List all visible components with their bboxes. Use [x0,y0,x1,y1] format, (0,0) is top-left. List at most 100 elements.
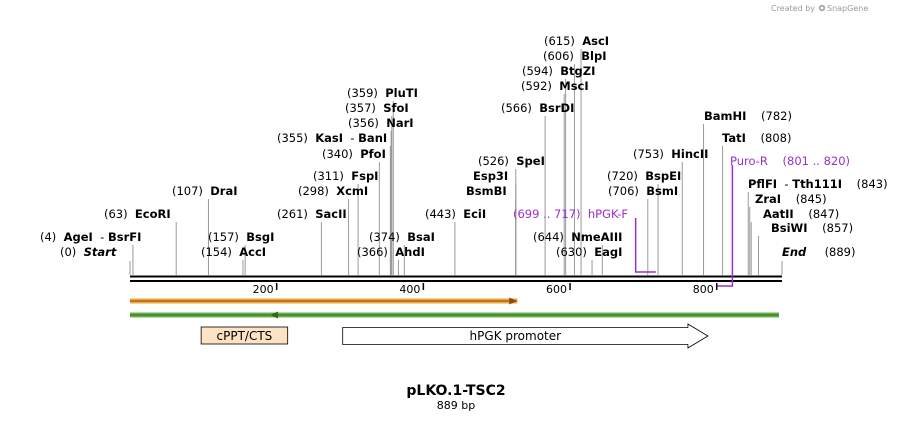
site-pos-tati: (808) [761,131,792,145]
site-gap [552,79,559,93]
site-pos-pfoi: (340) [322,147,353,161]
site-pos-bamhi: (782) [761,109,792,123]
site-name-acci: AccI [239,245,266,259]
feature-tracks [130,297,779,319]
site-pos-spei: (526) [478,154,509,168]
tick-label-200: 200 [253,283,274,296]
tick-label-600: 600 [546,283,567,296]
site-pos-pflfi: (843) [857,177,888,191]
site-gap [664,147,671,161]
tick-label-800: 800 [693,283,714,296]
site-label-eagi: (630) EagI [556,245,622,259]
site-pos-hincii: (753) [633,147,664,161]
site-name-pluti: PluTI [385,86,418,100]
site-label-aatii: AatII (847) [763,207,839,221]
site-gap [400,230,407,244]
site-pos-zrai: (845) [796,192,827,206]
site-pos-pluti: (359) [347,86,378,100]
site-gap [203,184,210,198]
scale-ticks: 200 400 600 800 [253,283,718,296]
site-gap [376,101,383,115]
site-label-drai: (107) DraI [172,184,238,198]
site-label-blpi: (606) BlpI [543,49,606,63]
track-arrowhead-1 [270,311,278,319]
site-label-ahdi: (366) AhdI [357,245,425,259]
site-gap [746,131,761,145]
feature-arrow-hpgk-promoter [342,323,709,349]
primer-gap [768,154,783,168]
feature-label-hpgk-promoter: hPGK promoter [470,329,562,343]
site-name-kasi: KasI [315,131,343,145]
site-name-sfoi: SfoI [383,101,408,115]
primer-mark-hpgk-f [634,218,656,273]
site-name-pflfi: PflFI [748,177,777,191]
site-gap [842,177,857,191]
site-pos-bspei: (720) [607,169,638,183]
site-label-asci: (615) AscI [544,34,609,48]
site-gap [638,169,645,183]
site-gap [509,154,516,168]
site-gap [388,245,395,259]
site-name-ahdi: AhdI [395,245,425,259]
primer-range: (699 .. 717) [513,207,581,221]
site-label-sacii: (261) SacII [277,207,347,221]
site-dash: - [777,177,792,191]
site-name-bsmbi: BsmBI [466,184,507,198]
snapgene-logo-icon [818,4,826,12]
sequence-backbone [130,275,782,282]
credit-prefix: Created by [771,4,815,13]
site-gap [308,131,315,145]
site-label-pluti: (359) PluTI [347,86,418,100]
plasmid-name: pLKO.1-TSC2 [406,383,505,399]
primer-name: Puro-R [730,154,768,168]
site-name-hincii: HincII [671,147,708,161]
site-pos-fspi: (311) [313,169,344,183]
site-pos-sfoi: (357) [345,101,376,115]
site-pos-ahdi: (366) [357,245,388,259]
end-pos: (889) [825,245,856,259]
site-label-bsrdi: (566) BsrDI [501,101,574,115]
site-pos-nmeaiii: (644) [533,230,564,244]
site-name-agei: AgeI [64,230,93,244]
site-gap [308,207,315,221]
site-name-xcmi: XcmI [336,184,368,198]
site-label-agei: (4) AgeI - BsrFI [40,230,141,244]
site-gap [378,86,385,100]
end-gap [806,245,824,259]
site-label-tati: TatI (808) [722,131,791,145]
site-name-zrai: ZraI [755,192,781,206]
primer-mark-puro-r [717,165,734,287]
site-name-asci: AscI [582,34,609,48]
site-name-aatii: AatII [763,207,794,221]
site-label-sfoi: (357) SfoI [345,101,409,115]
end-text: Start [84,245,117,259]
site-name-bspei: BspEI [645,169,681,183]
site-name-eagi: EagI [594,245,622,259]
tick-label-400: 400 [399,283,420,296]
site-gap [746,109,761,123]
site-gap [587,245,594,259]
site-name-bsrdi: BsrDI [539,101,574,115]
feature-label-cppt-cts: cPPT/CTS [217,329,273,343]
site-name-btgzi: BtgZI [560,64,595,78]
credit-brand: SnapGene [827,4,868,13]
site-pos-blpi: (606) [543,49,574,63]
site-gap [56,230,63,244]
site-name-nari: NarI [386,116,413,130]
site-label-bsmi: (706) BsmI [608,184,678,198]
site-name-bsmi: BsmI [646,184,678,198]
site-label-bspei: (720) BspEI [607,169,681,183]
site-label-nmeaiii: (644) NmeAIII [533,230,622,244]
site-dash: - [343,131,358,145]
site-pos-acci: (154) [201,245,232,259]
site-label-msci: (592) MscI [521,79,589,93]
site-label-bsai: (374) BsaI [369,230,435,244]
site-pos-bsrdi: (566) [501,101,532,115]
site-pos-drai: (107) [172,184,203,198]
site-name-bsgi: BsgI [246,230,274,244]
primer-label-puro-r: Puro-R (801 .. 820) [730,154,850,168]
site-gap [379,116,386,130]
primer-gap [581,207,588,221]
site-pos-bsgi: (157) [208,230,239,244]
site-pos-agei: (4) [40,230,56,244]
